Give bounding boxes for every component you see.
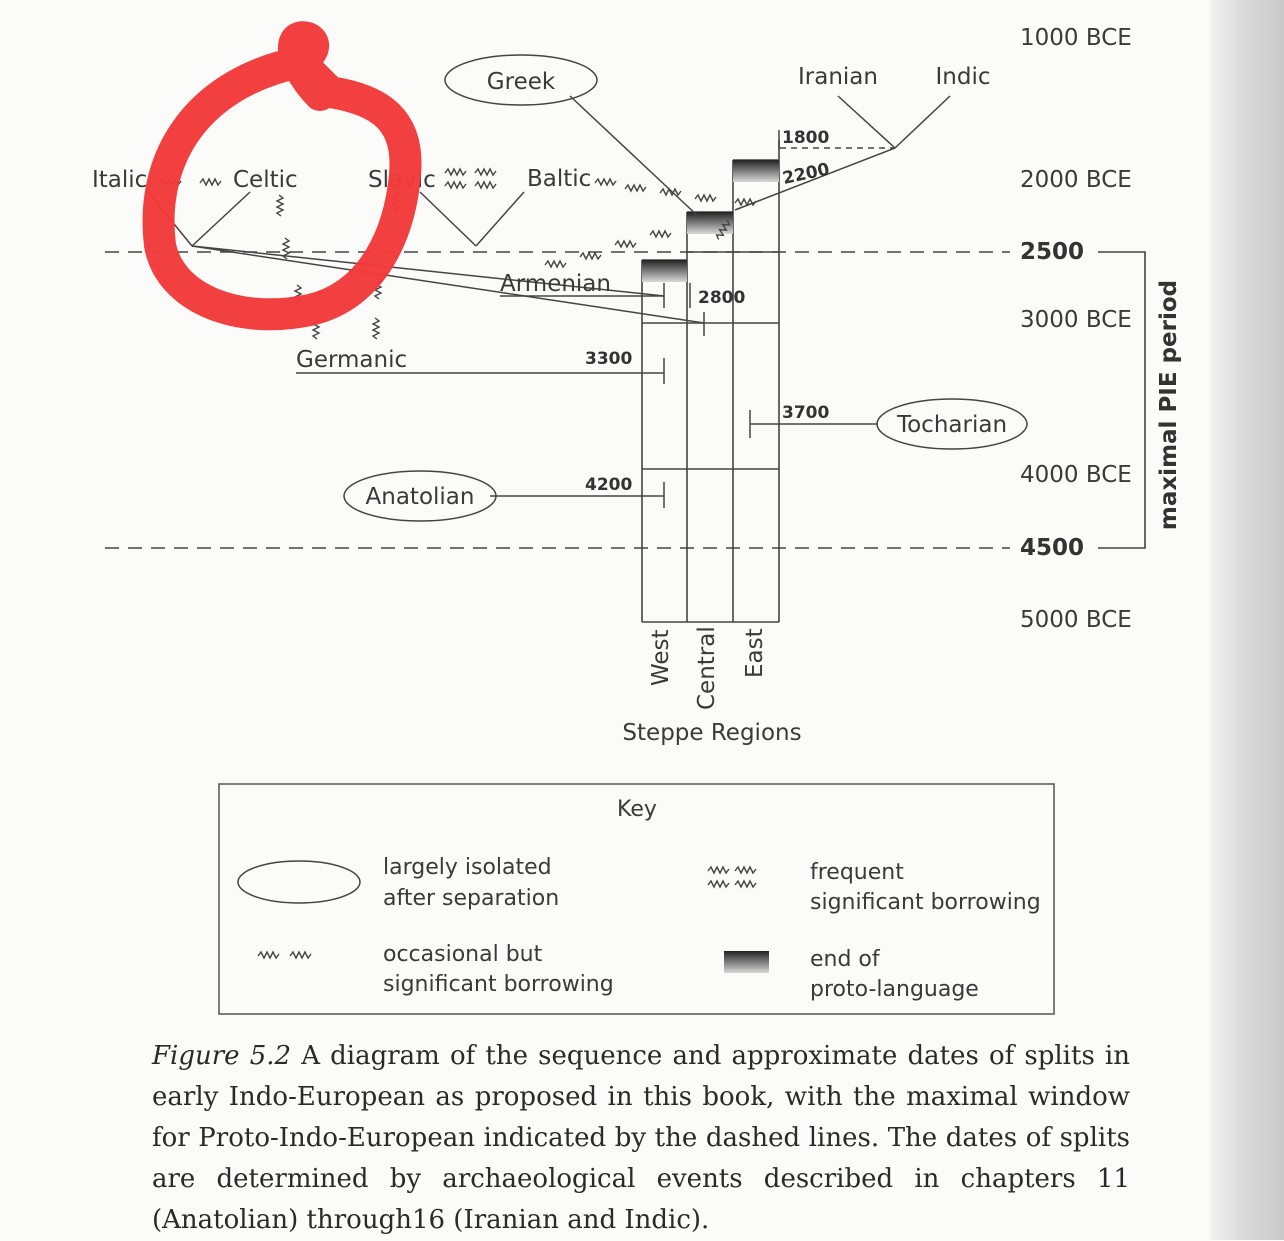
key-occasional-symbol: [257, 951, 312, 959]
key-end-line1: end of: [810, 947, 881, 972]
proto-end-east: [733, 160, 779, 182]
figure-caption: Figure 5.2 A diagram of the sequence and…: [152, 1036, 1130, 1241]
label-italic: Italic: [92, 167, 147, 193]
figure-number: Figure 5.2: [152, 1041, 292, 1071]
label-celtic: Celtic: [233, 167, 298, 193]
pie-period-bracket: [1098, 251, 1146, 549]
key-occasional-line2: significant borrowing: [383, 972, 614, 997]
time-5000: 5000 BCE: [1020, 607, 1132, 633]
key-end-line2: proto-language: [810, 977, 979, 1002]
page-gutter-shadow: [1210, 0, 1284, 1240]
key-frequent-line2: significant borrowing: [810, 890, 1041, 915]
tocharian-ellipse: [876, 398, 1028, 450]
label-greek: Greek: [487, 69, 556, 95]
date-2800: 2800: [698, 288, 745, 308]
date-3700: 3700: [782, 403, 829, 423]
label-armenian: Armenian: [500, 271, 611, 297]
proto-end-west: [642, 260, 687, 282]
date-4200: 4200: [585, 475, 632, 495]
label-tocharian: Tocharian: [896, 412, 1007, 438]
steppe-central: Central: [694, 626, 720, 710]
greek-ellipse: [444, 54, 598, 106]
caption-text: A diagram of the sequence and approximat…: [152, 1041, 1130, 1235]
time-4500: 4500: [1020, 535, 1084, 561]
time-2000: 2000 BCE: [1020, 167, 1132, 193]
time-2500: 2500: [1020, 239, 1084, 265]
key-frequent-symbol: [707, 866, 757, 888]
time-1000: 1000 BCE: [1020, 25, 1132, 51]
label-baltic: Baltic: [527, 166, 591, 192]
steppe-regions-title: Steppe Regions: [622, 720, 801, 746]
language-split-diagram: Greek Iranian Indic Italic Celtic Slavic…: [92, 21, 1182, 1015]
date-2200: 2200: [781, 159, 832, 188]
label-iranian: Iranian: [798, 64, 878, 90]
steppe-west: West: [648, 629, 674, 686]
date-3300: 3300: [585, 349, 632, 369]
time-3000: 3000 BCE: [1020, 307, 1132, 333]
key-title: Key: [617, 797, 657, 822]
key-ellipse-symbol: [237, 860, 361, 904]
steppe-east: East: [742, 628, 768, 678]
label-anatolian: Anatolian: [366, 484, 475, 510]
pie-period-label: maximal PIE period: [1156, 280, 1182, 530]
key-isolated-line2: after separation: [383, 886, 559, 911]
label-indic: Indic: [936, 64, 991, 90]
split-lines: [147, 95, 951, 508]
anatolian-ellipse: [343, 470, 497, 522]
key-end-symbol: [724, 951, 769, 973]
key-isolated-line1: largely isolated: [383, 855, 552, 880]
date-1800: 1800: [782, 128, 829, 148]
key-box: [218, 783, 1055, 1015]
key-frequent-line1: frequent: [810, 860, 904, 885]
label-germanic: Germanic: [296, 347, 407, 373]
key-occasional-line1: occasional but: [383, 942, 543, 967]
red-circle-annotation: [142, 21, 422, 331]
time-4000: 4000 BCE: [1020, 462, 1132, 488]
